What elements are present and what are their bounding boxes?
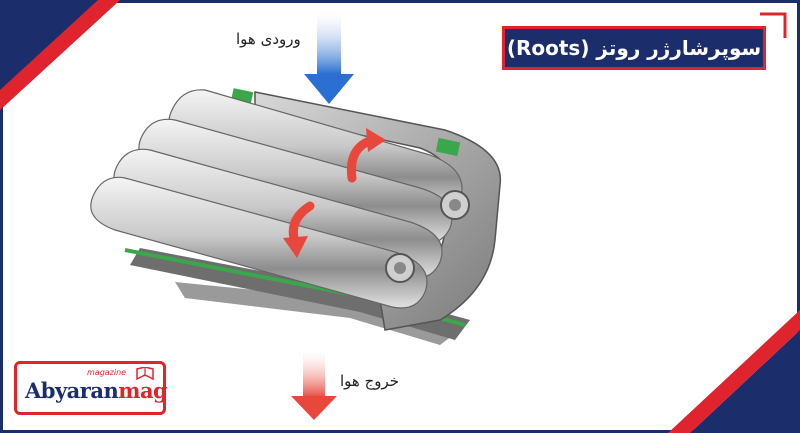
- logo-name-main: Abyaran: [25, 378, 119, 403]
- page-title: سوپرشارژر روتز (Roots): [506, 36, 762, 60]
- title-banner: سوپرشارژر روتز (Roots): [502, 26, 766, 70]
- shaft-hub-lower: [394, 262, 406, 274]
- book-logo-icon: [136, 367, 154, 381]
- top-seal-right: [435, 137, 461, 157]
- outlet-arrow-icon: [291, 350, 337, 420]
- inlet-arrow-icon: [304, 12, 354, 104]
- corner-top-left-red: [0, 0, 120, 110]
- logo-name-accent: mag: [118, 378, 168, 403]
- rotor-lobes: [90, 89, 463, 309]
- rotation-arrow-icon: [283, 201, 315, 258]
- corner-bottom-right-red: [668, 310, 800, 433]
- air-in-label: ورودی هوا: [236, 30, 301, 48]
- rotor-lobe-4: [90, 176, 428, 309]
- brand-logo[interactable]: magazine Abyaranmag: [14, 361, 168, 415]
- logo-wordmark: Abyaranmag: [25, 378, 168, 403]
- rotation-arrow-icon: [346, 128, 386, 183]
- shaft-hub-upper: [449, 199, 461, 211]
- corner-top-right-bracket: [760, 12, 787, 38]
- air-out-label: خروج هوا: [340, 372, 400, 390]
- logo-tagline: magazine: [87, 368, 127, 377]
